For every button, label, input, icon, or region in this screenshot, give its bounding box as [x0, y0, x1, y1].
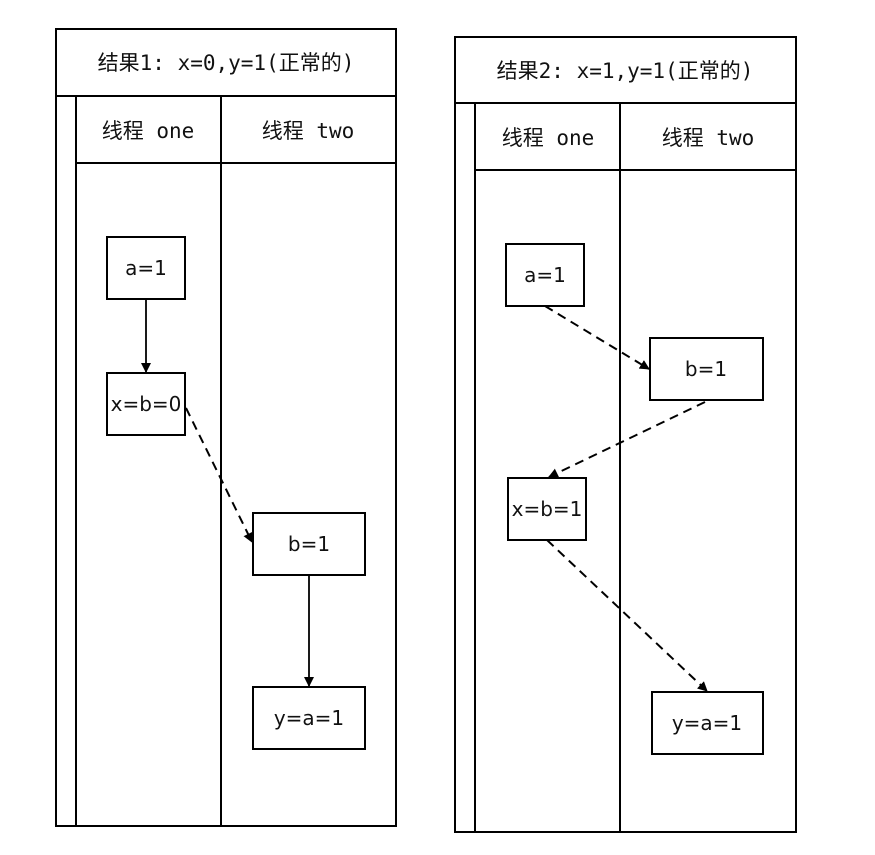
panel-2-node-a: a=1: [505, 243, 585, 307]
panel-1-arrow-x-to-b: [185, 407, 253, 543]
panel-2-node-a-box: [505, 243, 585, 307]
panel-1-node-b: b=1: [252, 512, 366, 576]
panel-1-node-b-box: [252, 512, 366, 576]
panel-1-node-x: x=b=0: [106, 372, 186, 436]
panel-2-node-x: x=b=1: [507, 477, 587, 541]
panel-1-node-x-box: [106, 372, 186, 436]
panel-2-node-b: b=1: [649, 337, 764, 401]
panel-1-node-x-label: x=b=0: [111, 392, 182, 416]
panel-2-node-y-box: [651, 691, 764, 755]
panel-2-node-a-label: a=1: [524, 263, 566, 287]
panel-1-node-a: a=1: [106, 236, 186, 300]
panel-2-node-y: y=a=1: [651, 691, 764, 755]
panel-2-node-x-label: x=b=1: [512, 497, 583, 521]
panel-result-1: 结果1: x=0,y=1(正常的) 线程 one 线程 two a=1 x=b=…: [55, 28, 397, 827]
panel-2-lane-one-label: 线程 one: [502, 126, 595, 150]
panel-1-title: 结果1: x=0,y=1(正常的): [98, 51, 355, 75]
panel-1-node-b-label: b=1: [288, 532, 330, 556]
panel-2-node-x-box: [507, 477, 587, 541]
panel-1-node-a-label: a=1: [125, 256, 167, 280]
panel-2-title: 结果2: x=1,y=1(正常的): [497, 59, 754, 83]
panel-1-node-y: y=a=1: [252, 686, 366, 750]
panel-2-lane-two-label: 线程 two: [662, 126, 755, 150]
panel-1-node-y-box: [252, 686, 366, 750]
panel-2-node-b-box: [649, 337, 764, 401]
panel-2-node-y-label: y=a=1: [672, 711, 742, 735]
panel-2-node-b-label: b=1: [685, 357, 727, 381]
panel-1-lane-one-label: 线程 one: [102, 119, 195, 143]
panel-2-arrow-x-to-y: [546, 539, 708, 692]
panel-result-2: 结果2: x=1,y=1(正常的) 线程 one 线程 two a=1 b=1 …: [454, 36, 797, 833]
panel-2-arrow-a-to-b: [544, 305, 650, 370]
panel-1-node-y-label: y=a=1: [274, 706, 344, 730]
panel-1-lane-two-label: 线程 two: [262, 119, 355, 143]
